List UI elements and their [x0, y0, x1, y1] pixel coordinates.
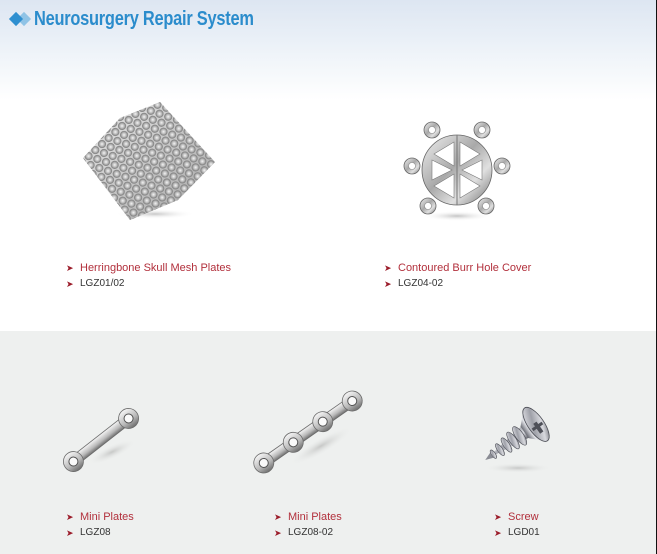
page-title: Neurosurgery Repair System — [34, 7, 254, 30]
two-hole-mini-plate-image — [54, 400, 149, 480]
product-name[interactable]: Mini Plates — [288, 511, 342, 523]
bullet-arrow-icon: ➤ — [274, 512, 282, 522]
page-header: Neurosurgery Repair System — [8, 6, 302, 32]
product-name[interactable]: Contoured Burr Hole Cover — [398, 262, 532, 274]
product-code: LGD01 — [508, 527, 540, 538]
bullet-arrow-icon: ➤ — [66, 512, 74, 522]
product-code: LGZ08 — [80, 527, 111, 538]
burr-hole-cover-image — [402, 118, 512, 223]
product-code: LGZ01/02 — [80, 278, 125, 289]
product-caption: ➤ Mini Plates ➤ LGZ08-02 — [274, 509, 342, 541]
bullet-arrow-icon: ➤ — [494, 512, 502, 522]
bullet-arrow-icon: ➤ — [384, 279, 392, 289]
product-code: LGZ08-02 — [288, 527, 334, 538]
product-name[interactable]: Screw — [508, 511, 539, 523]
bullet-arrow-icon: ➤ — [274, 528, 282, 538]
bullet-arrow-icon: ➤ — [66, 263, 74, 273]
bullet-arrow-icon: ➤ — [384, 263, 392, 273]
product-caption: ➤ Contoured Burr Hole Cover ➤ LGZ04-02 — [384, 260, 531, 292]
product-name[interactable]: Mini Plates — [80, 511, 134, 523]
product-caption: ➤ Herringbone Skull Mesh Plates ➤ LGZ01/… — [66, 260, 231, 292]
product-name[interactable]: Herringbone Skull Mesh Plates — [80, 262, 232, 274]
skull-mesh-plate-image — [80, 100, 220, 225]
screw-image — [468, 392, 568, 477]
product-caption: ➤ Mini Plates ➤ LGZ08 — [66, 509, 134, 541]
four-hole-mini-plate-image — [246, 384, 371, 479]
bullet-arrow-icon: ➤ — [494, 528, 502, 538]
product-caption: ➤ Screw ➤ LGD01 — [494, 509, 540, 541]
bullet-arrow-icon: ➤ — [66, 528, 74, 538]
double-diamond-icon — [8, 10, 32, 28]
product-code: LGZ04-02 — [398, 278, 444, 289]
bullet-arrow-icon: ➤ — [66, 279, 74, 289]
